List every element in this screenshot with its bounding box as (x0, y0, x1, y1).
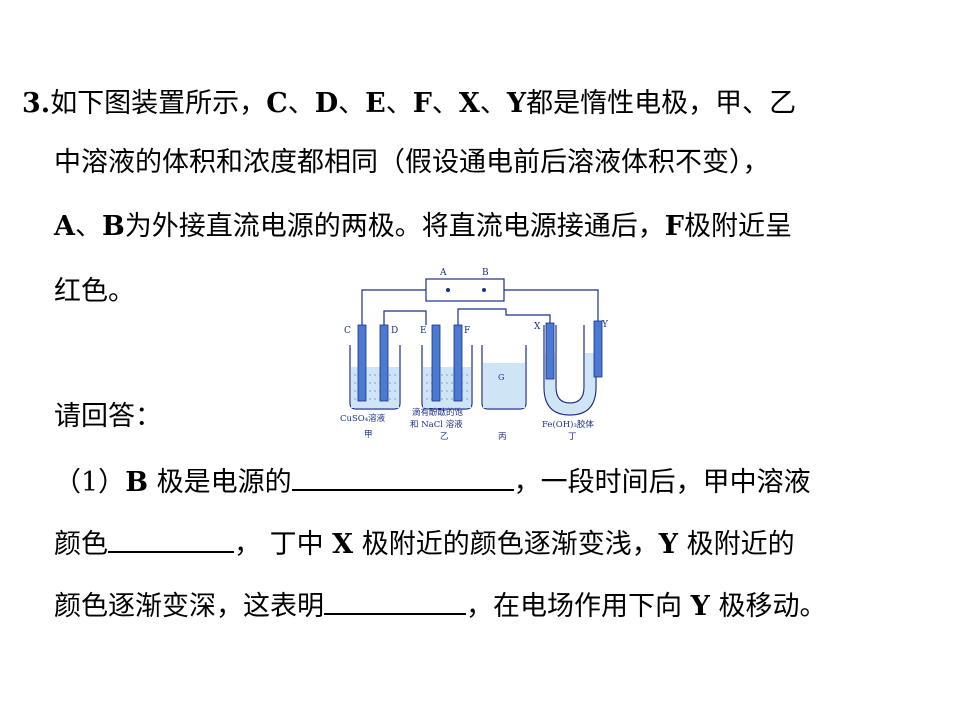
terminal-B (482, 288, 486, 292)
label-Y: Y (601, 320, 609, 330)
electrode-D (379, 324, 389, 402)
question-line-2: 中溶液的体积和浓度都相同（假设通电前后溶液体积不变）， (54, 147, 770, 178)
answer-blank-2[interactable] (108, 525, 234, 553)
meter-label: G (498, 373, 504, 382)
answer-blank-3[interactable] (324, 587, 466, 615)
jia-label: 甲 (364, 430, 373, 440)
liquid-yi (423, 367, 471, 408)
u-tube-outer (543, 325, 597, 416)
wire-to-Y (504, 289, 599, 321)
electrode-X (545, 322, 555, 380)
yi-label: 乙 (440, 432, 449, 442)
jia-solution-label: CuSO₄溶液 (340, 413, 386, 424)
electrolysis-apparatus-diagram: A B C D E F X Y G CuSO₄溶液 甲 滴有酚酞的饱 和 NaC… (340, 268, 609, 442)
bing-label: 丙 (498, 432, 507, 442)
yi-solution-label-1: 滴有酚酞的饱 (412, 407, 464, 418)
wire-to-C (361, 289, 426, 325)
label-F: F (464, 326, 470, 336)
question-number: 3. (22, 88, 51, 119)
part1-line-2: 颜色， 丁中 X 极附近的颜色逐渐变浅，Y 极附近的 (54, 525, 795, 562)
ding-solution-label: Fe(OH)₃胶体 (542, 419, 594, 430)
label-C: C (344, 326, 351, 336)
liquid-bing (483, 363, 525, 408)
power-source-box (425, 278, 505, 302)
part1-line-1: （1）B 极是电源的，一段时间后，甲中溶液 (54, 463, 811, 500)
beaker-jia (349, 345, 401, 410)
answer-prompt: 请回答： (54, 401, 162, 432)
label-D: D (391, 326, 398, 336)
label-X: X (534, 322, 541, 332)
wire-F-X (457, 308, 551, 325)
yi-solution-label-2: 和 NaCl 溶液 (410, 419, 463, 430)
electrode-Y (593, 320, 603, 378)
wire-D-E (383, 310, 427, 325)
label-A: A (439, 268, 447, 278)
beaker-yi (421, 345, 473, 410)
electrode-E (431, 324, 441, 402)
label-E: E (420, 326, 427, 336)
answer-blank-1[interactable] (291, 463, 514, 491)
terminal-A (446, 288, 450, 292)
electrode-F (453, 324, 463, 402)
label-B: B (482, 268, 489, 278)
beaker-bing (481, 345, 527, 410)
question-line-4: 红色。 (54, 276, 135, 307)
part1-line-3: 颜色逐渐变深，这表明，在电场作用下向 Y 极移动。 (54, 587, 826, 624)
liquid-ding (545, 353, 595, 414)
ding-label: 丁 (568, 432, 577, 442)
u-tube-inner (555, 325, 585, 404)
question-line-3: A、B为外接直流电源的两极。将直流电源接通后，F极附近呈 (54, 211, 792, 242)
question-line-1: 3.如下图装置所示，C、D、E、F、X、Y都是惰性电极，甲、乙 (22, 88, 797, 119)
electrode-C (357, 324, 367, 402)
